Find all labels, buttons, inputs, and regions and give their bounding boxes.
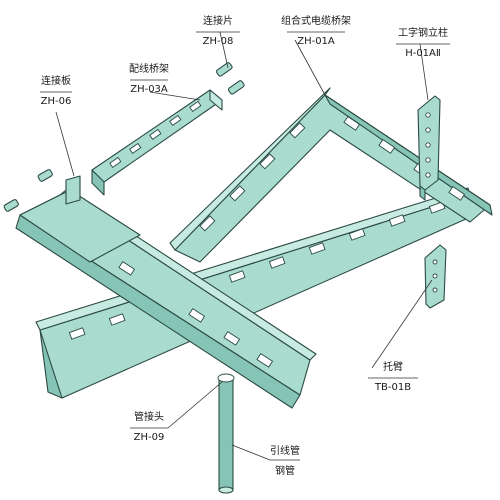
i-beam-column-part bbox=[417, 95, 441, 201]
label-combined-tray-name: 组合式电缆桥架 bbox=[281, 14, 351, 27]
left-stub-tray bbox=[19, 189, 141, 263]
label-wiring-tray-name: 配线桥架 bbox=[129, 62, 169, 75]
label-i-beam-column-name: 工字钢立柱 bbox=[398, 26, 448, 39]
label-lead-pipe-material: 钢管 bbox=[275, 464, 295, 477]
connector-piece-part bbox=[215, 62, 245, 95]
label-wiring-tray-code: ZH-03A bbox=[130, 84, 168, 95]
labels: 连接片 ZH-08 组合式电缆桥架 ZH-01A 工字钢立柱 H-01AⅡ 配线… bbox=[41, 14, 448, 477]
upper-tray-side bbox=[324, 94, 493, 216]
label-connector-piece-name: 连接片 bbox=[203, 14, 233, 27]
label-pipe-joint-code: ZH-09 bbox=[134, 432, 165, 443]
label-connector-plate-code: ZH-06 bbox=[41, 96, 72, 107]
label-pipe-joint-name: 管接头 bbox=[134, 410, 164, 423]
label-connector-plate-name: 连接板 bbox=[41, 74, 71, 87]
connector-plate-part bbox=[3, 169, 81, 212]
label-connector-piece-code: ZH-08 bbox=[203, 36, 234, 47]
wiring-tray-part bbox=[91, 89, 223, 196]
label-lead-pipe-name: 引线管 bbox=[270, 444, 300, 457]
pipe-joint-ring bbox=[217, 373, 235, 383]
label-combined-tray-code: ZH-01A bbox=[297, 36, 335, 47]
leader-lines bbox=[40, 31, 450, 461]
lead-pipe-part bbox=[217, 373, 235, 494]
label-bracket-code: TB-01B bbox=[374, 382, 411, 393]
bracket-part bbox=[424, 244, 447, 309]
label-i-beam-column-code: H-01AⅡ bbox=[405, 48, 441, 59]
upper-tray-rim bbox=[169, 87, 331, 251]
tray-assembly bbox=[15, 87, 493, 409]
label-bracket-name: 托臂 bbox=[383, 360, 403, 373]
